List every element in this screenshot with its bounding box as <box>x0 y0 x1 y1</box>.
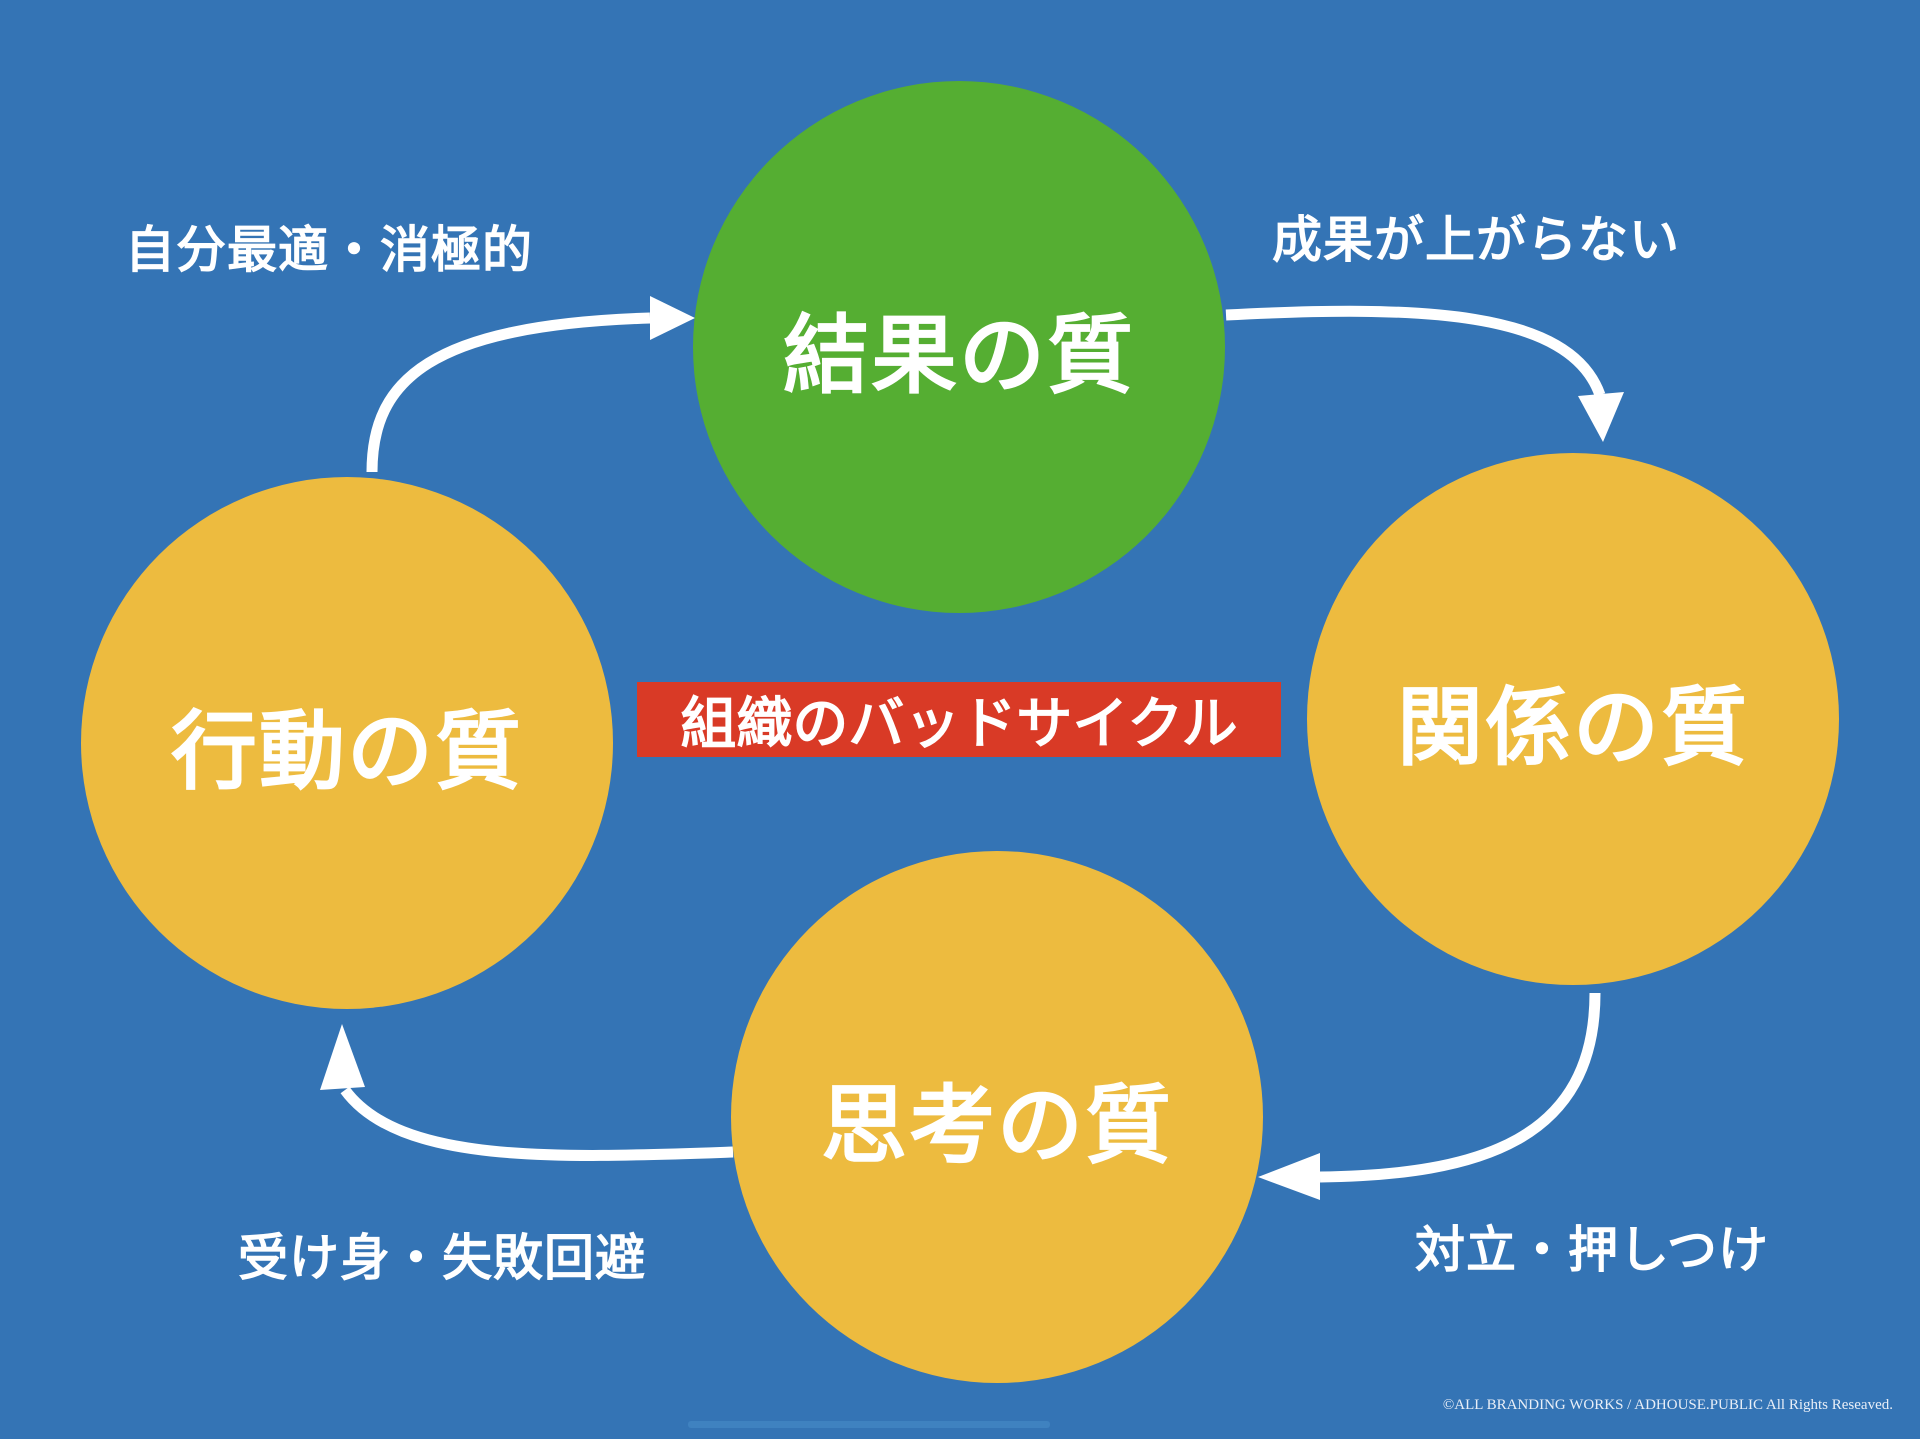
circle-result-quality: 結果の質 <box>693 81 1225 613</box>
label-thinking-to-action: 受け身・失敗回避 <box>238 1229 646 1287</box>
circle-relation-label: 関係の質 <box>1397 677 1749 778</box>
circle-action-label: 行動の質 <box>171 701 523 802</box>
label-action-to-result: 自分最適・消極的 <box>125 221 533 279</box>
bottom-indicator-bar <box>688 1421 1050 1428</box>
arrowhead-down-icon <box>1578 392 1624 442</box>
circle-thinking-label: 思考の質 <box>821 1075 1173 1176</box>
arrow-result-to-relation <box>1225 305 1606 397</box>
arrowhead-left-icon <box>1258 1153 1320 1200</box>
circle-action-quality: 行動の質 <box>81 477 613 1009</box>
arrowhead-up-icon <box>320 1024 365 1090</box>
arrow-relation-to-thinking <box>1319 992 1601 1183</box>
circle-relation-quality: 関係の質 <box>1307 453 1839 985</box>
arrow-thinking-to-action <box>340 1086 734 1161</box>
circle-result-label: 結果の質 <box>783 305 1135 406</box>
center-tag: 組織のバッドサイクル <box>637 682 1281 757</box>
copyright-notice: ©ALL BRANDING WORKS / ADHOUSE.PUBLIC All… <box>1442 1397 1893 1413</box>
circle-thinking-quality: 思考の質 <box>731 851 1263 1383</box>
arrow-action-to-result <box>366 312 651 473</box>
label-relation-to-thinking: 対立・押しつけ <box>1415 1221 1769 1279</box>
label-result-to-relation: 成果が上がらない <box>1272 211 1680 269</box>
arrowhead-right-icon <box>650 296 695 340</box>
